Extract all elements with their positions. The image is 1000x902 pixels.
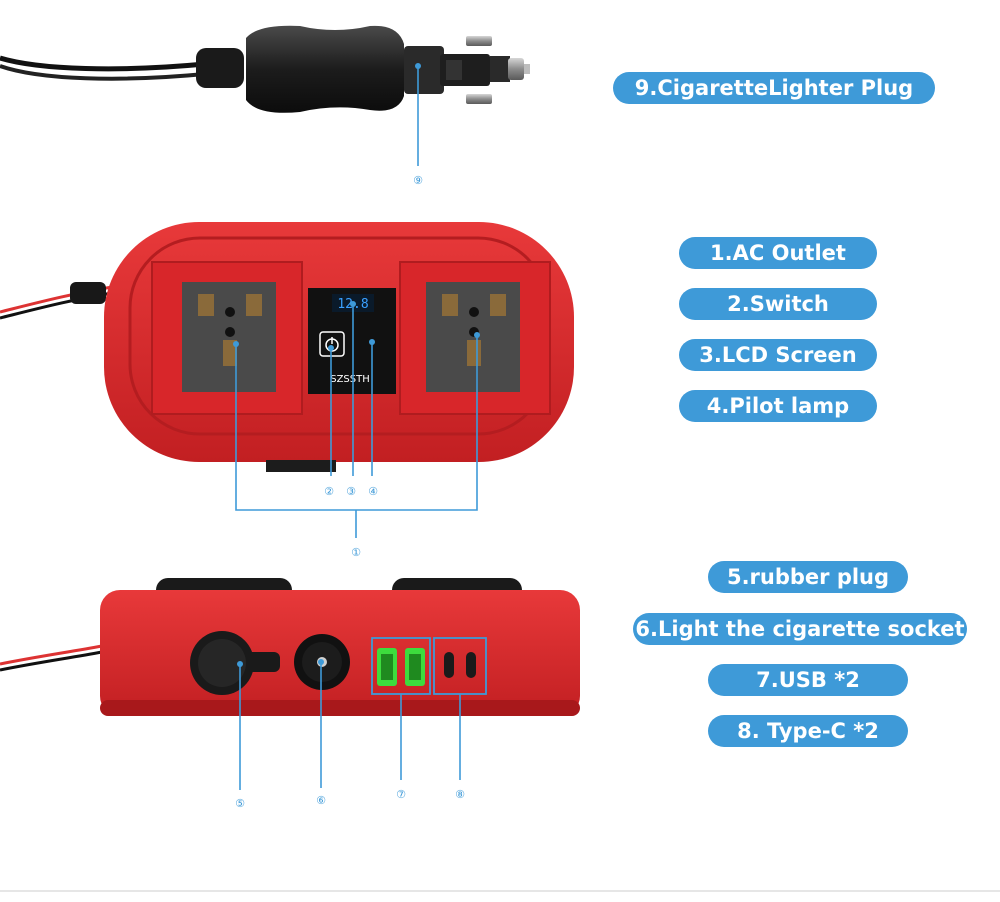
marker-8: ⑧ [455,788,465,801]
marker-5: ⑤ [235,797,245,810]
label-type-c: 8. Type-C *2 [708,715,908,747]
label-rubber-plug: 5.rubber plug [708,561,908,593]
label-usb: 7.USB *2 [708,664,908,696]
label-pilot-lamp: 4.Pilot lamp [679,390,877,422]
marker-6: ⑥ [316,794,326,807]
label-cigarette-socket: 6.Light the cigarette socket [633,613,967,645]
marker-2: ② [324,485,334,498]
ac-outlet-left [182,282,276,392]
marker-3: ③ [346,485,356,498]
bottom-divider [0,890,1000,892]
label-switch: 2.Switch [679,288,877,320]
callout-dot-9 [415,63,421,69]
label-lcd-screen: 3.LCD Screen [679,339,877,371]
marker-9: ⑨ [413,174,423,187]
cigarette-lighter-plug-illustration [0,25,530,113]
marker-1: ① [351,546,361,559]
type-c-port-1 [444,652,454,678]
ac-outlet-right [426,282,520,392]
type-c-port-2 [466,652,476,678]
inverter-top-view: 12.8 SZSSTH [0,222,574,472]
power-switch [319,331,345,357]
label-cigarette-lighter-plug: 9.CigaretteLighter Plug [613,72,935,104]
inverter-front-view [0,578,580,716]
marker-4: ④ [368,485,378,498]
rubber-plug [190,631,280,695]
label-ac-outlet: 1.AC Outlet [679,237,877,269]
brand-text: SZSSTH [330,374,370,385]
marker-7: ⑦ [396,788,406,801]
